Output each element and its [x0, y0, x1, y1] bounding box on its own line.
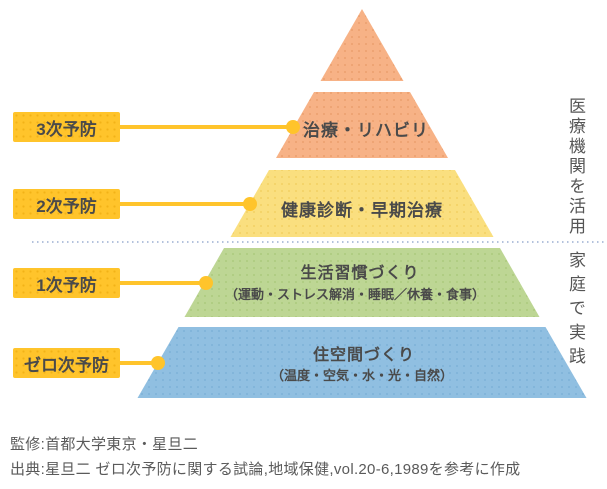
band-title-checkup-early-treatment: 健康診断・早期治療: [281, 201, 443, 220]
label-box-secondary-prevention: 2次予防: [13, 189, 120, 219]
pyramid-band-primary: [184, 248, 540, 317]
pyramid-band-zero: [137, 327, 587, 398]
band-subtitle-lifestyle: （運動・ストレス解消・睡眠／休養・食事）: [224, 287, 486, 302]
footer-supervision-credit: 監修:首都大学東京・星旦二: [10, 436, 199, 453]
side-label-practice-at-home: 家庭で実践: [566, 251, 585, 371]
band-title-lifestyle: 生活習慣づくり: [300, 265, 420, 282]
pyramid-band-secondary: [230, 170, 494, 237]
side-label-medical-institutions: 医療機関を活用: [566, 97, 585, 237]
label-box-tertiary-prevention: 3次予防: [13, 112, 120, 142]
band-title-living-space: 住空間づくり: [312, 347, 416, 364]
pyramid-band-top: [320, 9, 404, 81]
band-title-treatment-rehab: 治療・リハビリ: [303, 121, 429, 140]
label-box-primary-prevention: 1次予防: [13, 268, 120, 298]
band-subtitle-living-space: （温度・空気・水・光・自然）: [270, 368, 454, 383]
label-box-zero-prevention: ゼロ次予防: [13, 348, 120, 378]
pyramid-band-tertiary: [276, 92, 448, 158]
connector-dots: [151, 120, 300, 370]
footer-source-credit: 出典:星旦二 ゼロ次予防に関する試論,地域保健,vol.20-6,1989を参考…: [10, 461, 521, 478]
